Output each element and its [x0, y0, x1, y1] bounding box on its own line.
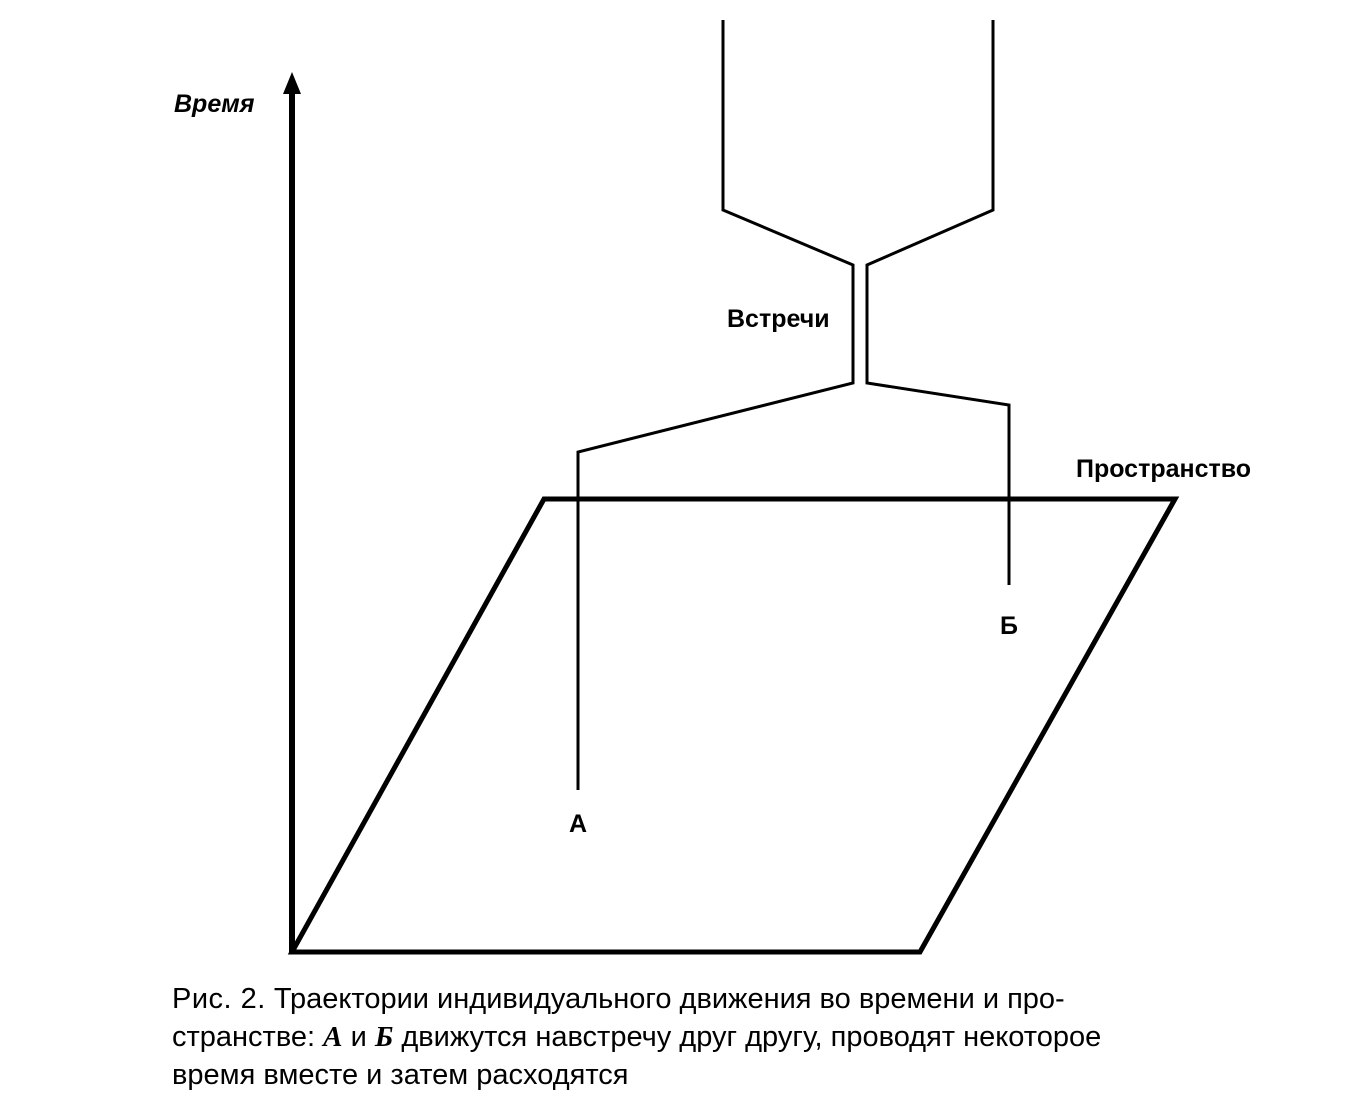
- time-space-diagram: Время Пространство Встречи А Б: [174, 20, 1251, 955]
- caption-line-2-start: странстве:: [172, 1021, 316, 1053]
- time-axis-label: Время: [174, 90, 255, 118]
- caption-line-3: время вместе и затем расходятся: [172, 1059, 629, 1091]
- meeting-label: Встречи: [727, 305, 830, 333]
- point-b-label: Б: [1000, 612, 1018, 640]
- trajectory-b: [865, 20, 1011, 585]
- space-plane: [287, 496, 1180, 955]
- trajectory-a: [576, 20, 855, 790]
- caption-var-b: Б: [374, 1021, 394, 1053]
- caption-conj: и: [350, 1021, 367, 1053]
- caption-line-2-text: движутся навстречу друг другу, проводят …: [401, 1021, 1102, 1053]
- caption-line-1-text: Траектории индивидуального движения во в…: [273, 983, 1065, 1015]
- figure-number: Рис. 2.: [172, 983, 266, 1015]
- caption-line-1: Рис. 2. Траектории индивидуального движе…: [172, 980, 1272, 1018]
- caption-line-2: странстве: А и Б движутся навстречу друг…: [172, 1018, 1272, 1056]
- point-a-label: А: [569, 810, 587, 838]
- space-label: Пространство: [1076, 455, 1251, 483]
- figure-caption: Рис. 2. Траектории индивидуального движе…: [172, 980, 1272, 1094]
- time-axis-arrowhead: [283, 72, 301, 94]
- caption-var-a: А: [323, 1021, 343, 1053]
